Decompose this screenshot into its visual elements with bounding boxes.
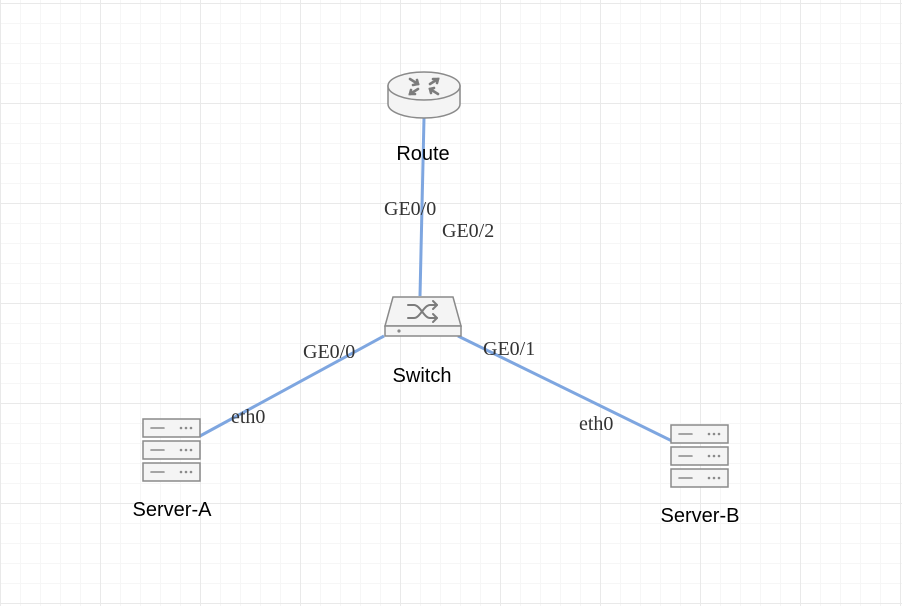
server-b-node[interactable]: Server-B — [661, 424, 740, 527]
port-label-switch-ge0-0: GE0/0 — [303, 341, 355, 363]
port-label-server-a-eth0: eth0 — [231, 406, 265, 428]
server-a-node[interactable]: Server-A — [133, 418, 213, 521]
router-icon — [387, 71, 461, 119]
server-a-label: Server-A — [133, 499, 213, 521]
link-router-switch — [418, 117, 426, 297]
port-label-switch-ge0-2: GE0/2 — [442, 220, 494, 242]
port-label-server-b-eth0: eth0 — [579, 413, 613, 435]
link-switch-server-a — [199, 334, 385, 438]
server-b-label: Server-B — [661, 505, 740, 527]
server-icon — [142, 418, 201, 482]
switch-icon — [384, 296, 462, 337]
router-node[interactable]: Route — [387, 71, 461, 165]
router-label: Route — [396, 143, 449, 165]
switch-node[interactable]: Switch — [384, 296, 462, 387]
switch-label: Switch — [393, 365, 452, 387]
server-icon — [670, 424, 729, 488]
port-label-router-ge0-0: GE0/0 — [384, 198, 436, 220]
port-label-switch-ge0-1: GE0/1 — [483, 338, 535, 360]
link-switch-server-b — [457, 334, 673, 443]
